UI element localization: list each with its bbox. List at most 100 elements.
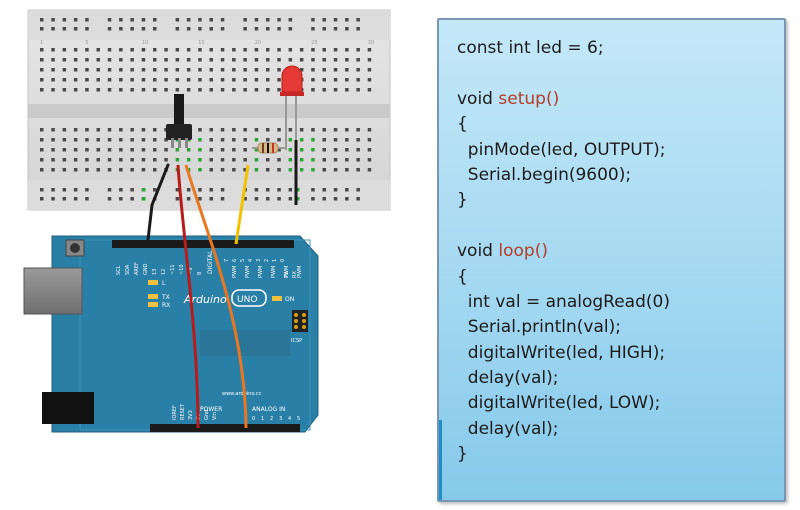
breadboard-hole bbox=[73, 58, 78, 62]
code-line: } bbox=[457, 442, 670, 467]
breadboard-hole bbox=[266, 68, 270, 72]
breadboard-hole bbox=[51, 88, 55, 92]
brand-label: Arduino bbox=[183, 293, 227, 306]
breadboard-hole bbox=[232, 138, 236, 142]
breadboard-hole bbox=[254, 188, 259, 192]
breadboard-hole bbox=[220, 188, 225, 192]
breadboard-hole bbox=[345, 188, 349, 192]
breadboard-hole bbox=[153, 138, 157, 142]
breadboard-hole bbox=[107, 68, 112, 72]
pin-label: Gnd bbox=[204, 410, 210, 420]
breadboard-hole bbox=[85, 138, 89, 142]
breadboard-hole bbox=[85, 88, 89, 92]
breadboard-hole bbox=[51, 78, 55, 82]
column-number: 20 bbox=[255, 40, 261, 46]
pin-label: AREF bbox=[134, 262, 140, 275]
breadboard-hole bbox=[243, 138, 247, 142]
breadboard-hole bbox=[299, 58, 304, 62]
code-line: digitalWrite(led, HIGH); bbox=[457, 341, 670, 366]
breadboard-hole bbox=[186, 68, 191, 72]
breadboard-hole bbox=[322, 78, 326, 82]
breadboard-hole bbox=[96, 148, 100, 152]
breadboard-hole bbox=[119, 27, 123, 31]
breadboard-hole bbox=[277, 148, 281, 152]
breadboard-hole bbox=[266, 188, 270, 192]
breadboard-hole bbox=[209, 138, 213, 142]
pin-label: PWM bbox=[297, 266, 303, 278]
pin-label: 13 bbox=[152, 269, 158, 275]
breadboard-hole bbox=[243, 148, 247, 152]
breadboard-hole bbox=[356, 188, 360, 192]
code-line: { bbox=[457, 112, 670, 137]
breadboard-hole bbox=[62, 58, 67, 62]
breadboard-hole bbox=[119, 48, 123, 52]
resistor bbox=[252, 142, 286, 154]
analog-pin-label: 3 bbox=[279, 416, 282, 422]
breadboard-hole bbox=[141, 148, 146, 152]
code-line bbox=[457, 214, 670, 239]
breadboard-hole bbox=[198, 197, 202, 201]
breadboard-hole bbox=[209, 27, 213, 31]
breadboard-hole bbox=[266, 88, 270, 92]
code-line: Serial.begin(9600); bbox=[457, 163, 670, 188]
breadboard-hole bbox=[243, 78, 247, 82]
column-number: 15 bbox=[198, 40, 204, 46]
breadboard-hole bbox=[73, 168, 78, 172]
breadboard-hole bbox=[175, 58, 180, 62]
breadboard-hole bbox=[243, 168, 247, 172]
breadboard-hole bbox=[130, 158, 134, 162]
breadboard-hole bbox=[243, 18, 247, 22]
breadboard-hole bbox=[186, 48, 191, 52]
breadboard-hole bbox=[153, 78, 157, 82]
breadboard-hole bbox=[107, 138, 112, 142]
breadboard-hole bbox=[153, 27, 157, 31]
breadboard-hole bbox=[288, 168, 293, 172]
breadboard-hole bbox=[266, 128, 270, 132]
breadboard-hole bbox=[186, 188, 191, 192]
breadboard-hole bbox=[153, 48, 157, 52]
wires bbox=[146, 140, 298, 429]
breadboard-hole bbox=[40, 168, 44, 172]
breadboard-hole bbox=[40, 128, 44, 132]
breadboard-hole bbox=[288, 18, 293, 22]
breadboard-hole bbox=[107, 128, 112, 132]
breadboard-hole bbox=[186, 78, 191, 82]
code-text: digitalWrite(led, HIGH); bbox=[457, 342, 666, 363]
potentiometer bbox=[166, 94, 192, 148]
breadboard-hole bbox=[254, 138, 259, 142]
breadboard-hole bbox=[130, 58, 134, 62]
breadboard-hole bbox=[209, 168, 213, 172]
breadboard-hole bbox=[73, 148, 78, 152]
breadboard-hole bbox=[209, 158, 213, 162]
pin-label: GND bbox=[143, 263, 149, 275]
breadboard-hole bbox=[322, 27, 326, 31]
breadboard-hole bbox=[356, 197, 360, 201]
breadboard-hole bbox=[141, 78, 146, 82]
breadboard-hole bbox=[209, 48, 213, 52]
breadboard-hole bbox=[186, 18, 191, 22]
pin-label: 0 bbox=[280, 259, 286, 262]
breadboard-hole bbox=[254, 78, 259, 82]
breadboard-hole bbox=[311, 48, 315, 52]
breadboard-hole bbox=[299, 158, 304, 162]
breadboard-holes bbox=[40, 18, 372, 201]
breadboard-hole bbox=[356, 68, 360, 72]
breadboard-hole bbox=[40, 78, 44, 82]
wire-black-gnd-breadboard bbox=[146, 163, 170, 242]
breadboard-hole bbox=[356, 18, 360, 22]
breadboard-hole bbox=[96, 58, 100, 62]
breadboard-hole bbox=[266, 58, 270, 62]
code-line: void loop() bbox=[457, 239, 670, 264]
breadboard-hole bbox=[186, 27, 191, 31]
breadboard-hole bbox=[85, 197, 89, 201]
breadboard-hole bbox=[198, 88, 202, 92]
led-tx-label: TX bbox=[161, 294, 170, 301]
column-number: 30 bbox=[368, 40, 374, 46]
code-text: { bbox=[457, 266, 468, 287]
code-text: } bbox=[457, 444, 468, 465]
breadboard-hole bbox=[299, 128, 304, 132]
breadboard-hole bbox=[333, 68, 338, 72]
led-l-label: L bbox=[162, 280, 166, 287]
breadboard-hole bbox=[220, 138, 225, 142]
